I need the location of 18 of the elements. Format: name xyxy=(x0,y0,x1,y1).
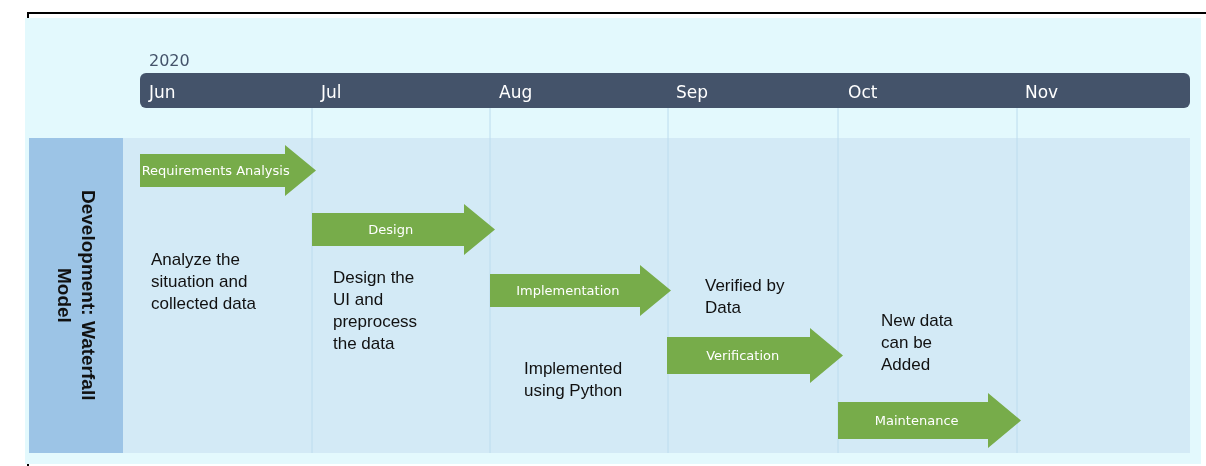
phase-description: Design the UI and preprocess the data xyxy=(333,267,419,355)
swimlane-header: Development: Waterfall Model xyxy=(29,138,123,453)
phase-description: Implemented using Python xyxy=(524,358,624,402)
month-label: Aug xyxy=(499,82,533,102)
month-label: Jun xyxy=(149,82,176,102)
task-bar: Requirements Analysis xyxy=(140,145,316,196)
year-label: 2020 xyxy=(149,50,190,72)
month-label: Nov xyxy=(1025,82,1059,102)
month-label: Sep xyxy=(676,82,709,102)
task-bar: Verification xyxy=(667,328,843,383)
month-label: Jul xyxy=(321,82,342,102)
month-label: Oct xyxy=(848,82,878,102)
phase-description: Analyze the situation and collected data xyxy=(151,249,257,315)
phase-description: Verified by Data xyxy=(705,275,786,319)
task-bar: Maintenance xyxy=(838,393,1021,448)
task-bar: Implementation xyxy=(490,265,671,316)
phase-description: New data can be Added xyxy=(881,310,954,376)
task-bar: Design xyxy=(312,204,495,255)
